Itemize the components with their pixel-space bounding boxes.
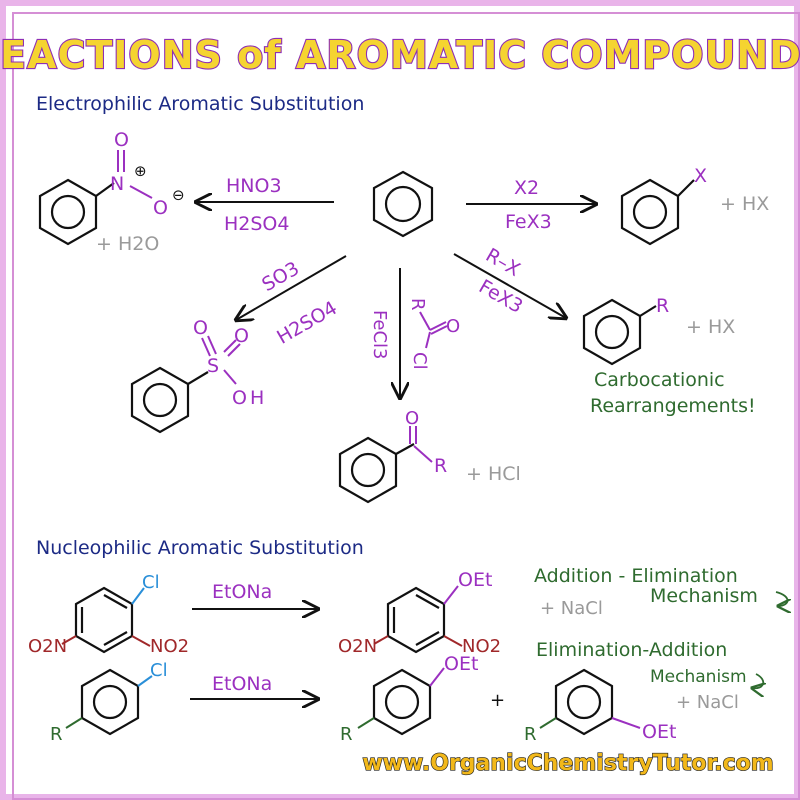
benzene-center bbox=[372, 170, 434, 238]
nitro-o-top: O bbox=[114, 129, 129, 151]
acyl-chloride-reagent: R O Cl bbox=[407, 298, 460, 370]
nitration-reagent-bottom: H2SO4 bbox=[224, 213, 289, 235]
nas2-reagent: EtONa bbox=[212, 673, 272, 695]
nas2-start-cl-bond bbox=[137, 675, 153, 687]
nas2-mechanism-line2: Mechanism bbox=[650, 667, 747, 687]
dinitrochlorobenzene-ring bbox=[74, 586, 134, 654]
nitration-byproduct: + H2O bbox=[96, 233, 159, 255]
halogen-substituent: X bbox=[694, 165, 707, 187]
nitration-reagent-top: HNO3 bbox=[226, 175, 282, 197]
acylation-byproduct: + HCl bbox=[466, 463, 521, 485]
dinitrophenetole-ring bbox=[386, 586, 446, 654]
sulfonyl-o1: O bbox=[193, 317, 208, 339]
nitro-minus-charge: ⊖ bbox=[172, 186, 185, 204]
footer-url[interactable]: www.OrganicChemistryTutor.com bbox=[362, 750, 775, 776]
nas1-mechanism-line2: Mechanism bbox=[650, 585, 758, 607]
acylbenzene-ring bbox=[338, 436, 415, 504]
nas2-start-cl: Cl bbox=[150, 660, 168, 681]
nas2-meta-r: R bbox=[524, 724, 537, 745]
nas1-start-cl: Cl bbox=[142, 572, 160, 593]
alkylbenzene-ring bbox=[582, 298, 657, 366]
nitro-n-label: N bbox=[110, 173, 124, 195]
sulfur-label: S bbox=[207, 355, 219, 377]
nas2-mechanism-pointer bbox=[752, 673, 763, 688]
para-r-bond bbox=[357, 717, 375, 729]
meta-ether-ring bbox=[554, 668, 614, 736]
halobenzene-ring bbox=[620, 178, 695, 246]
chlorobenzene-r-ring bbox=[80, 668, 140, 736]
sulfonyl-o2: O bbox=[234, 325, 249, 347]
nas2-plus: + bbox=[490, 690, 505, 711]
sulfonation-arrow bbox=[236, 255, 347, 320]
nas1-start-no2: NO2 bbox=[150, 636, 189, 657]
alkylation-byproduct: + HX bbox=[686, 316, 735, 338]
nas1-product-bonds bbox=[373, 585, 463, 647]
nas1-start-bonds bbox=[61, 587, 151, 647]
page-frame-inner bbox=[12, 12, 800, 800]
sulfonyl-bonds bbox=[201, 335, 241, 385]
acyl-reagent-cl: Cl bbox=[409, 352, 430, 370]
alkylation-note-line2: Rearrangements! bbox=[590, 395, 756, 417]
nas2-para-oet: OEt bbox=[444, 653, 478, 675]
acylation-catalyst: FeCl3 bbox=[369, 310, 390, 359]
para-oet-bond bbox=[429, 667, 445, 687]
eas-heading: Electrophilic Aromatic Substitution bbox=[36, 93, 364, 115]
nas2-mechanism-line1: Elimination-Addition bbox=[536, 639, 727, 661]
nitro-bonds bbox=[117, 150, 153, 199]
benzenesulfonic-ring bbox=[130, 366, 209, 434]
meta-oet-bond bbox=[611, 717, 641, 729]
nas1-product-oet: OEt bbox=[458, 569, 492, 591]
alkylation-arrow bbox=[453, 253, 566, 318]
sulfonation-reagent-top: SO3 bbox=[258, 257, 303, 296]
sulfonyl-oh: OH bbox=[232, 387, 267, 409]
halogenation-reagent-top: X2 bbox=[514, 177, 539, 199]
acyl-reagent-r: R bbox=[407, 298, 428, 311]
nitro-o-right: O bbox=[153, 197, 168, 219]
nas2-start-r: R bbox=[50, 724, 63, 745]
alkylation-reagent-top: R–X bbox=[482, 244, 524, 281]
page-title: REACTIONS of AROMATIC COMPOUNDS bbox=[0, 33, 800, 77]
nitro-plus-charge: ⊕ bbox=[134, 162, 147, 180]
nas1-mechanism-pointer bbox=[775, 591, 788, 606]
sulfonation-reagent-bottom: H2SO4 bbox=[273, 297, 341, 349]
alkyl-substituent: R bbox=[656, 295, 669, 317]
ketone-r: R bbox=[434, 455, 447, 477]
halogenation-byproduct: + HX bbox=[720, 193, 769, 215]
nas1-mechanism-line1: Addition - Elimination bbox=[534, 565, 738, 587]
nas1-byproduct: + NaCl bbox=[540, 598, 603, 619]
meta-r-bond bbox=[539, 717, 557, 729]
nas-heading: Nucleophilic Aromatic Substitution bbox=[36, 537, 364, 559]
ketone-bonds bbox=[409, 426, 433, 463]
alkylation-note-line1: Carbocationic bbox=[594, 369, 725, 391]
para-ether-ring bbox=[372, 668, 432, 736]
nas1-product-no2: NO2 bbox=[462, 636, 501, 657]
halogenation-reagent-bottom: FeX3 bbox=[505, 211, 552, 233]
nas1-product-o2n: O2N bbox=[338, 636, 377, 657]
ketone-o: O bbox=[405, 408, 419, 429]
nas2-meta-oet: OEt bbox=[642, 721, 676, 743]
nas2-start-r-bond bbox=[65, 717, 83, 729]
nas2-para-r: R bbox=[340, 724, 353, 745]
nas1-start-o2n: O2N bbox=[28, 636, 67, 657]
nas1-reagent: EtONa bbox=[212, 581, 272, 603]
acyl-reagent-o: O bbox=[446, 316, 460, 337]
nas2-byproduct: + NaCl bbox=[676, 692, 739, 713]
nitrobenzene-ring bbox=[38, 178, 115, 246]
